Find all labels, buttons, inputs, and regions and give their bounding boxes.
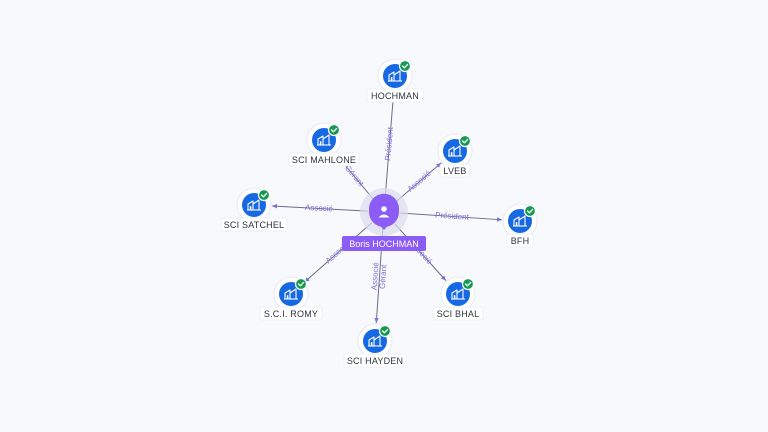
center-person-name: Boris HOCHMAN (349, 239, 419, 249)
building-icon (388, 70, 402, 82)
verified-check-icon (294, 277, 308, 291)
arrow-head-icon (436, 162, 442, 168)
edge-role-label: Associé (370, 261, 381, 290)
company-name-label: SCI SATCHEL (224, 220, 285, 230)
center-pin-disc (369, 197, 399, 227)
company-name-label: SCI BHAL (437, 309, 480, 319)
node-label-background (220, 217, 288, 232)
verified-check-icon (523, 204, 537, 218)
arrow-head-icon (496, 217, 503, 222)
company-node-hochman[interactable]: HOCHMAN (366, 58, 424, 103)
edge-line (395, 162, 442, 202)
edge-role-label: Gérant (343, 163, 366, 188)
edge-sci-satchel: Associé (271, 203, 369, 214)
building-icon (448, 145, 462, 157)
edge-role-label: Associé (406, 168, 434, 193)
arrow-head-icon (271, 204, 278, 209)
building-icon (368, 335, 382, 347)
company-name-label: S.C.I. ROMY (264, 309, 318, 319)
node-label-background (366, 88, 424, 103)
building-icon (451, 288, 465, 300)
company-node-sci-hayden[interactable]: SCI HAYDEN (343, 323, 407, 368)
company-node-lveb[interactable]: LVEB (437, 133, 473, 178)
edge-role-label: Président (435, 211, 470, 222)
building-icon (247, 199, 261, 211)
node-label-background (439, 163, 471, 178)
company-node-bfh[interactable]: BFH (502, 203, 538, 248)
verified-check-icon (257, 188, 271, 202)
node-label-background (343, 353, 407, 368)
center-person-node[interactable]: Boris HOCHMAN (342, 188, 426, 251)
building-icon (513, 215, 527, 227)
edge-role-label: Gérant (378, 263, 389, 289)
edge-sci-romy: Associé (304, 222, 373, 283)
building-icon (317, 134, 331, 146)
node-label-background (432, 306, 484, 321)
company-name-label: SCI HAYDEN (347, 356, 403, 366)
edge-line (399, 212, 503, 221)
verified-check-icon (327, 123, 341, 137)
company-node-sci-bhal[interactable]: SCI BHAL (432, 276, 484, 321)
edge-line (271, 205, 369, 212)
node-label-background (288, 152, 360, 167)
arrow-head-icon (440, 275, 446, 281)
edge-lveb: Associé (395, 162, 442, 202)
company-node-sci-mahlone[interactable]: SCI MAHLONE (288, 122, 360, 167)
company-name-label: LVEB (443, 166, 466, 176)
edge-hochman: Président (383, 93, 396, 197)
edge-line (394, 223, 447, 281)
person-icon (378, 206, 390, 218)
node-label-background (259, 306, 323, 321)
edge-role-label: Associé (305, 203, 334, 214)
arrow-head-icon (374, 317, 379, 324)
node-label-background (506, 233, 534, 248)
edge-bfh: Président (399, 211, 503, 222)
verified-check-icon (461, 277, 475, 291)
verified-check-icon (398, 59, 412, 73)
edge-line (304, 222, 373, 283)
center-label-background (342, 236, 426, 251)
edge-role-label: Président (383, 126, 395, 161)
nodes-layer: HOCHMAN LVEB BFH SCI BHAL SCI HAYDEN S.C.I. R… (220, 58, 538, 368)
building-icon (284, 288, 298, 300)
edge-line (384, 93, 395, 197)
company-name-label: HOCHMAN (371, 91, 419, 101)
company-name-label: BFH (511, 236, 530, 246)
verified-check-icon (378, 324, 392, 338)
company-name-label: SCI MAHLONE (292, 155, 356, 165)
company-node-sci-satchel[interactable]: SCI SATCHEL (220, 187, 288, 232)
verified-check-icon (458, 134, 472, 148)
company-node-sci-romy[interactable]: S.C.I. ROMY (259, 276, 323, 321)
edge-sci-bhal: Associé (394, 223, 447, 281)
